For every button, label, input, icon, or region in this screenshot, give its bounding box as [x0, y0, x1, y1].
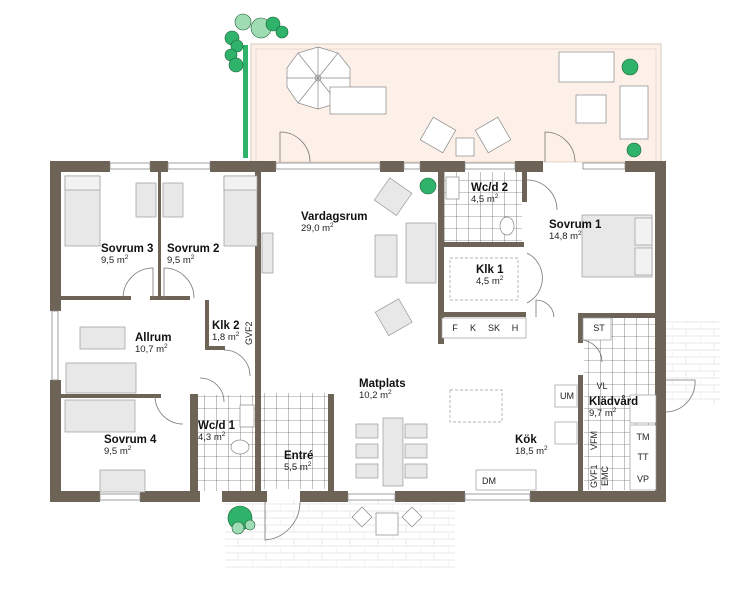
walls: [50, 161, 666, 502]
kitchen-outline: [449, 257, 519, 423]
room-label-entre: Entré 5,5 m2: [284, 450, 313, 473]
windows: [51, 162, 626, 501]
sanitary: [230, 176, 515, 455]
room-area: 4,3 m2: [198, 431, 226, 444]
vertical-tag-gvf2: GVF2: [244, 321, 254, 345]
room-name: Matplats: [359, 378, 406, 390]
vertical-tag-emc: EMC: [600, 466, 610, 486]
room-label-wcd1: Wc/d 1 4,3 m2: [198, 420, 235, 443]
room-label-kladvard: Klädvård 9,7 m2: [589, 396, 638, 419]
appliance-tag-vl: VL: [596, 381, 608, 391]
vertical-tag-gvf1: GVF1: [589, 464, 599, 488]
appliance-tag-dm: DM: [482, 476, 496, 486]
closet-tag-k: K: [469, 323, 476, 333]
appliance-tag-tm: TM: [636, 432, 650, 442]
room-area: 14,8 m2: [549, 230, 582, 243]
beds: [64, 175, 653, 433]
room-label-wcd2: Wc/d 2 4,5 m2: [471, 182, 508, 205]
appliance-tag-vp: VP: [636, 474, 649, 484]
vertical-tag-vfm: VFM: [589, 431, 599, 450]
furniture: [65, 177, 437, 493]
closet-tag-st: ST: [593, 323, 605, 333]
closet-tag-sk: SK: [487, 323, 500, 333]
appliance-tag-tt: TT: [637, 452, 649, 462]
side-paving: [665, 320, 720, 405]
room-name: Klk 1: [476, 264, 504, 276]
room-area: 5,5 m2: [284, 461, 312, 474]
hedge: [243, 45, 248, 158]
room-label-kok: Kök 18,5 m2: [515, 434, 548, 457]
room-area: 9,5 m2: [101, 254, 129, 267]
entrance-paving: [225, 500, 455, 568]
room-name: Klk 2: [212, 320, 240, 332]
room-name: Sovrum 2: [167, 243, 220, 255]
room-name: Klädvård: [589, 396, 639, 408]
room-name: Allrum: [135, 332, 172, 344]
room-name: Sovrum 3: [101, 243, 154, 255]
room-name: Sovrum 4: [104, 434, 157, 446]
room-area: 9,7 m2: [589, 407, 617, 420]
doors: [122, 131, 696, 541]
room-name: Kök: [515, 434, 537, 446]
room-label-sovrum1: Sovrum 1 14,8 m2: [549, 219, 601, 242]
room-area: 9,5 m2: [167, 254, 195, 267]
room-label-klk2: Klk 2 1,8 m2: [212, 320, 240, 343]
closet-tag-f: F: [452, 323, 458, 333]
kitchen-counters: [441, 317, 657, 491]
room-name: Vardagsrum: [301, 211, 368, 223]
room-area: 9,5 m2: [104, 445, 132, 458]
terrace-furniture: [286, 46, 649, 536]
room-label-sovrum4: Sovrum 4 9,5 m2: [104, 434, 156, 457]
room-name: Wc/d 1: [198, 420, 236, 432]
room-area: 4,5 m2: [471, 193, 499, 206]
room-label-sovrum3: Sovrum 3 9,5 m2: [101, 243, 153, 266]
room-area: 4,5 m2: [476, 275, 504, 288]
room-name: Sovrum 1: [549, 219, 602, 231]
entre-tiles: [261, 393, 333, 489]
appliance-tag-um: UM: [560, 391, 574, 401]
room-name: Entré: [284, 450, 314, 462]
room-area: 10,2 m2: [359, 389, 392, 402]
room-name: Wc/d 2: [471, 182, 509, 194]
room-label-matplats: Matplats 10,2 m2: [359, 378, 406, 401]
closet-tag-h: H: [511, 323, 519, 333]
room-label-vardagsrum: Vardagsrum 29,0 m2: [301, 211, 367, 234]
room-label-sovrum2: Sovrum 2 9,5 m2: [167, 243, 219, 266]
plants: [224, 13, 642, 535]
room-area: 29,0 m2: [301, 222, 334, 235]
room-area: 1,8 m2: [212, 331, 240, 344]
room-label-allrum: Allrum 10,7 m2: [135, 332, 171, 355]
room-label-klk1: Klk 1 4,5 m2: [476, 264, 504, 287]
room-area: 18,5 m2: [515, 445, 548, 458]
room-area: 10,7 m2: [135, 343, 168, 356]
